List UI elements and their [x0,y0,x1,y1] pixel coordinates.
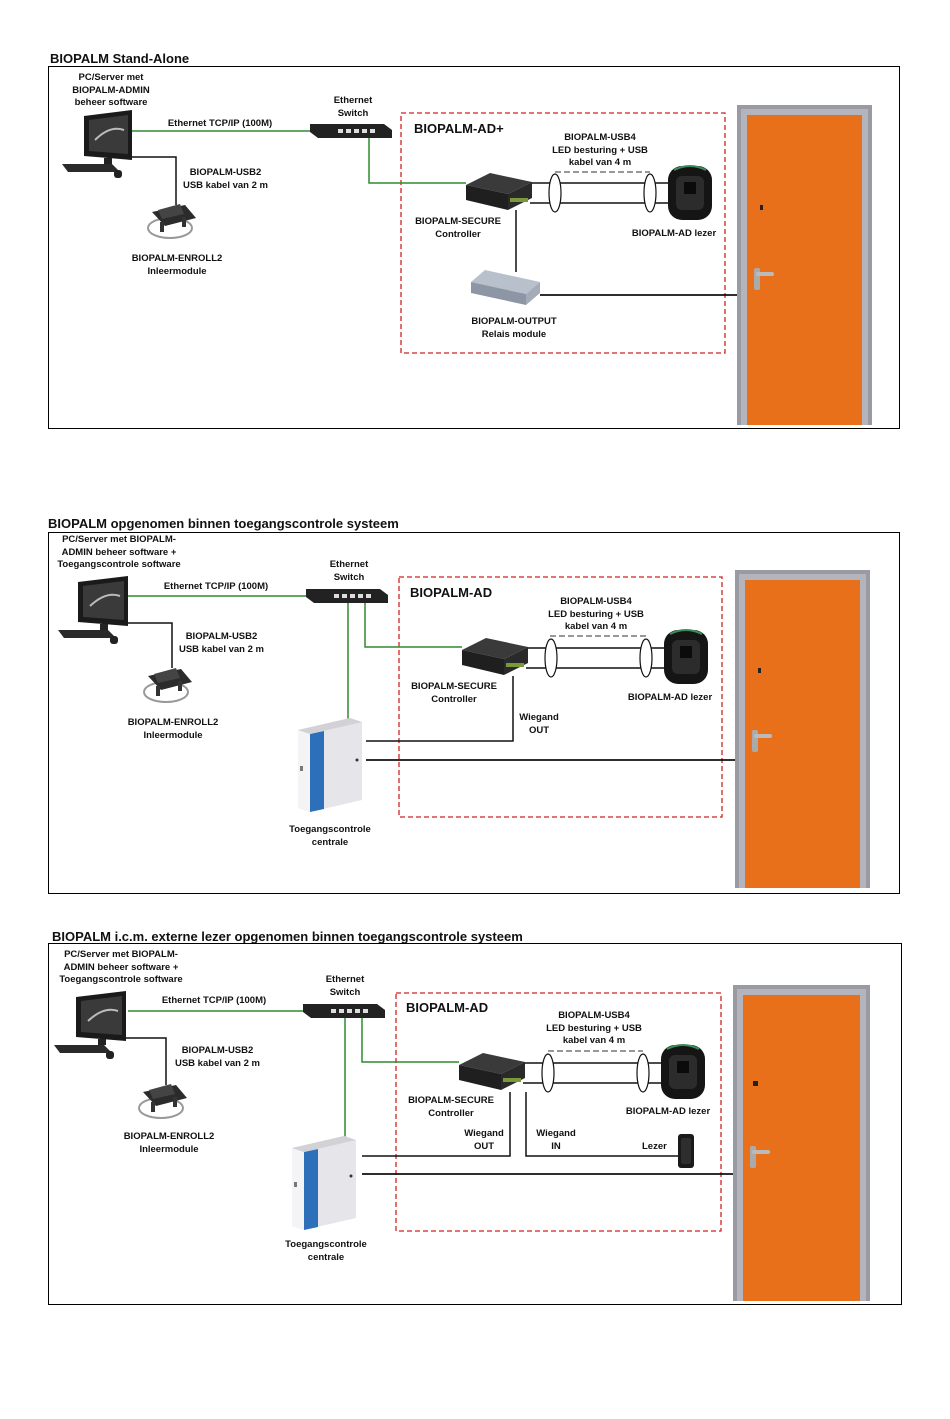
wiegand-in-cable [525,1092,680,1157]
pc-label: PC/Server met BIOPALM-ADMIN beheer softw… [59,949,183,985]
controller-box-icon [459,1053,525,1090]
ethernet-label: Ethernet TCP/IP (100M) [167,118,273,129]
enroll-scanner-icon [143,668,192,703]
cable-ferrite-right [643,173,657,213]
cable-ferrite-left [544,638,558,678]
ethernet-label: Ethernet TCP/IP (100M) [161,995,267,1006]
pc-monitor-icon [54,991,126,1059]
usb2-cable [123,622,173,668]
wiegand-out-cable [366,676,514,742]
ad-plus-title: BIOPALM-AD+ [414,121,504,136]
controller-box-icon [462,638,528,675]
pc-monitor-icon [62,110,132,178]
ad-title: BIOPALM-AD [406,1000,489,1015]
access-control-panel-icon [292,1136,356,1230]
panel-frame [48,943,902,1305]
ethernet-cable-controller [361,1016,459,1063]
enroll-scanner-icon [147,204,196,239]
ad-boundary [395,992,722,1232]
pc-monitor-icon [58,576,128,644]
panel-frame [48,532,900,894]
ethernet-switch-icon [303,1004,385,1018]
palm-reader-icon [664,629,708,684]
panel-title: BIOPALM opgenomen binnen toegangscontrol… [48,516,399,531]
door-icon [737,105,872,425]
panel-title: BIOPALM Stand-Alone [50,51,190,66]
palm-reader-icon [668,165,712,220]
card-reader-icon [678,1134,694,1168]
usb2-cable [127,156,177,205]
ad-boundary [400,112,726,354]
door-icon [733,985,870,1301]
ethernet-switch-icon [306,589,388,603]
ethernet-label: Ethernet TCP/IP (100M) [163,581,269,592]
usb2-cable [123,1037,167,1085]
ad-boundary [398,576,723,818]
reader-label: BIOPALM-AD lezer [627,692,713,703]
ethernet-cable-controller [364,601,462,648]
ethernet-switch-icon [310,124,392,138]
controller-box-icon [466,173,532,210]
reader-label: BIOPALM-AD lezer [625,1106,711,1117]
door-icon [735,570,870,888]
cable-ferrite-right [636,1053,650,1093]
panel-frame [48,66,900,429]
cable-ferrite-left [541,1053,555,1093]
access-control-panel-icon [298,718,362,812]
ethernet-cable-controller [368,136,466,184]
relay-module-icon [471,270,540,305]
cable-ferrite-left [548,173,562,213]
ad-title: BIOPALM-AD [410,585,493,600]
panel-title: BIOPALM i.c.m. externe lezer opgenomen b… [52,929,523,944]
lezer-label: Lezer [642,1141,667,1152]
palm-reader-icon [661,1044,705,1099]
pc-label: PC/Server met BIOPALM-ADMIN beheer softw… [57,534,181,570]
enroll-scanner-icon [138,1084,187,1119]
wiegand-out-cable [362,1092,511,1157]
cable-ferrite-right [639,638,653,678]
reader-label: BIOPALM-AD lezer [631,228,717,239]
